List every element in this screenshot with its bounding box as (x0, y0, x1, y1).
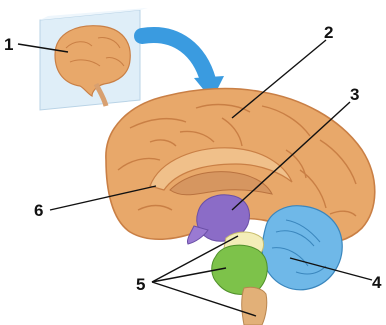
callout-3: 3 (350, 85, 359, 104)
callout-6: 6 (34, 201, 43, 220)
callout-2: 2 (324, 23, 333, 42)
inset-lateral-view (40, 8, 148, 110)
sagittal-brain (106, 89, 375, 325)
callout-4: 4 (372, 273, 382, 292)
callout-5: 5 (136, 275, 145, 294)
callout-1: 1 (4, 35, 13, 54)
